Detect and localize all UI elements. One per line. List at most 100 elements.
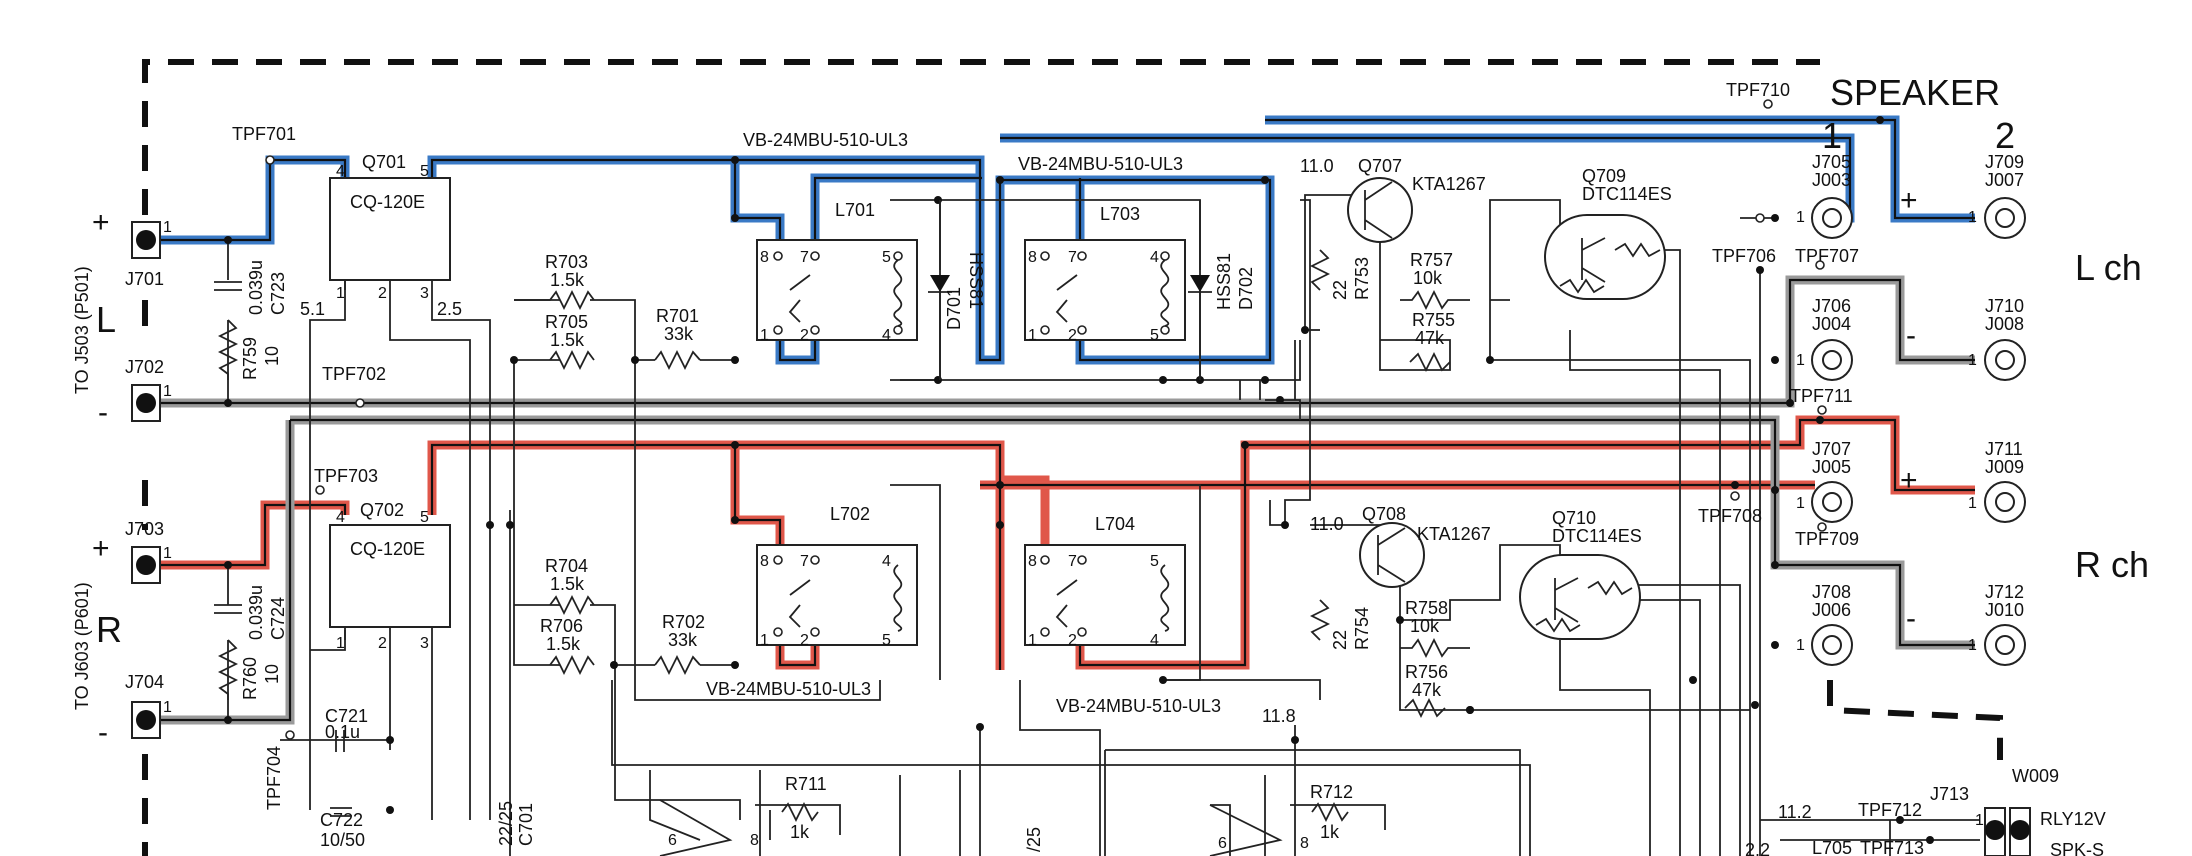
q709-transistor: Q709 DTC114ES [1544, 166, 1672, 300]
pin-1-label: 1 [163, 219, 172, 236]
r759-value: 10 [262, 346, 282, 366]
tpf711-label: TPF711 [1790, 386, 1853, 406]
r702-label: R702 [662, 612, 705, 632]
pin-label: 5 [1150, 553, 1159, 570]
j005-label: J005 [1812, 457, 1851, 477]
relay-l703: VB-24MBU-510-UL3 L703 8 7 4 1 2 5 HSS81 … [1018, 154, 1256, 380]
r760-value: 10 [262, 664, 282, 684]
pin-1-label: 1 [1968, 637, 1977, 654]
pin-label: 1 [336, 635, 345, 652]
pin-label: 8 [1028, 249, 1037, 266]
r754-label: R754 [1352, 607, 1372, 650]
q707-type: KTA1267 [1412, 174, 1486, 194]
pin-1-label: 1 [163, 545, 172, 562]
right-connector-label: TO J603 (P601) [72, 582, 92, 710]
pin-label: 6 [668, 832, 677, 849]
voltage-label: 5.1 [300, 299, 325, 319]
r706-value: 1.5k [546, 634, 581, 654]
c722-value: 10/50 [320, 830, 365, 850]
tpf707-point [1815, 260, 1825, 270]
tpf706-point [1755, 213, 1765, 223]
j707-label: J707 [1812, 439, 1851, 459]
speaker-minus-r: - [1906, 602, 1916, 635]
left-channel-label: L ch [2075, 247, 2142, 288]
tpf710-label: TPF710 [1726, 80, 1790, 100]
tpf702-point [355, 398, 365, 408]
r704-label: R704 [545, 556, 588, 576]
ic-name: CQ-120E [350, 539, 425, 559]
speaker-col-2: 2 [1995, 115, 2015, 156]
tpf703-point [315, 485, 325, 495]
j710-label: J710 [1985, 296, 2024, 316]
pin-label: 4 [1150, 632, 1159, 649]
pin-1-label: 1 [1968, 352, 1977, 369]
rly-label: RLY12V [2040, 809, 2106, 829]
d701-type: HSS81 [966, 252, 986, 309]
j708-label: J708 [1812, 582, 1851, 602]
pin-1-label: 1 [1968, 495, 1977, 512]
tpf708-point [1730, 491, 1740, 501]
l705-label: L705 [1812, 838, 1852, 856]
pin-label: 2 [378, 285, 387, 302]
q707-transistor: 11.0 Q707 KTA1267 22 R753 R757 10k R755 … [1300, 156, 1486, 373]
r705-value: 1.5k [550, 330, 585, 350]
pin-label: 4 [882, 553, 891, 570]
pin-1-label: 1 [1796, 209, 1805, 226]
pin-label: 1 [1975, 812, 1984, 829]
voltage-label: 2.2 [1745, 840, 1770, 856]
j701-label: J701 [125, 269, 164, 289]
q708-transistor: 11.0 Q708 KTA1267 22 R754 R758 10k R756 … [1309, 504, 1491, 719]
j003-label: J003 [1812, 170, 1851, 190]
tpf707-label: TPF707 [1795, 246, 1859, 266]
speaker-plus-r: + [1900, 464, 1918, 497]
pin-label: 2 [800, 327, 809, 344]
pin-label: 2 [1068, 327, 1077, 344]
pin-label: 4 [1150, 249, 1159, 266]
right-channel-label: R ch [2075, 544, 2149, 585]
pin-label: 7 [800, 553, 809, 570]
voltage-label: 11.0 [1300, 156, 1334, 176]
r706-label: R706 [540, 616, 583, 636]
r758-value: 10k [1410, 616, 1440, 636]
r754-value: 22 [1330, 630, 1350, 650]
right-resistor-network: R704 1.5k R706 1.5k R702 33k [540, 556, 705, 676]
j010-label: J010 [1985, 600, 2024, 620]
c701-label: C701 [516, 803, 536, 846]
pin-label: 8 [1028, 553, 1037, 570]
r759-label: R759 [240, 337, 260, 380]
voltage-label: 11.8 [1262, 706, 1296, 726]
r702-value: 33k [668, 630, 698, 650]
l702-label: L702 [830, 504, 870, 524]
pin-label: 8 [750, 832, 759, 849]
pin-1-label: 1 [1968, 209, 1977, 226]
relay-part-label: VB-24MBU-510-UL3 [743, 130, 908, 150]
j711-label: J711 [1985, 439, 2023, 459]
r757-value: 10k [1413, 268, 1443, 288]
q708-label: Q708 [1362, 504, 1406, 524]
ic-q701: CQ-120E Q701 4 5 1 2 3 5.1 2.5 [300, 152, 462, 319]
d702-type: HSS81 [1214, 253, 1234, 310]
r755-value: 47k [1415, 328, 1445, 348]
pin-label: 2 [800, 632, 809, 649]
pin-label: 6 [1218, 835, 1227, 852]
tpf708-label: TPF708 [1698, 506, 1762, 526]
bottom-section: C721 0.1u C722 10/50 22/25 C701 /25 11.8… [320, 706, 2106, 856]
spk-label: SPK-S [2050, 840, 2104, 856]
r712-value: 1k [1320, 822, 1340, 842]
voltage-label: 11.0 [1310, 514, 1344, 534]
pin-label: 1 [336, 285, 345, 302]
left-minus-sign: - [98, 396, 108, 429]
l704-label: L704 [1095, 514, 1135, 534]
r711-label: R711 [785, 774, 827, 794]
c722-label: C722 [320, 810, 363, 830]
voltage-label: 11.2 [1778, 802, 1812, 822]
pin-label: 3 [420, 285, 429, 302]
d701-label: D701 [944, 287, 964, 330]
c723-value: 0.039u [246, 260, 266, 315]
j702-label: J702 [125, 357, 164, 377]
r712-label: R712 [1310, 782, 1353, 802]
r756-value: 47k [1412, 680, 1442, 700]
pin-label: 8 [1300, 835, 1309, 852]
right-side-label: R [96, 609, 122, 650]
